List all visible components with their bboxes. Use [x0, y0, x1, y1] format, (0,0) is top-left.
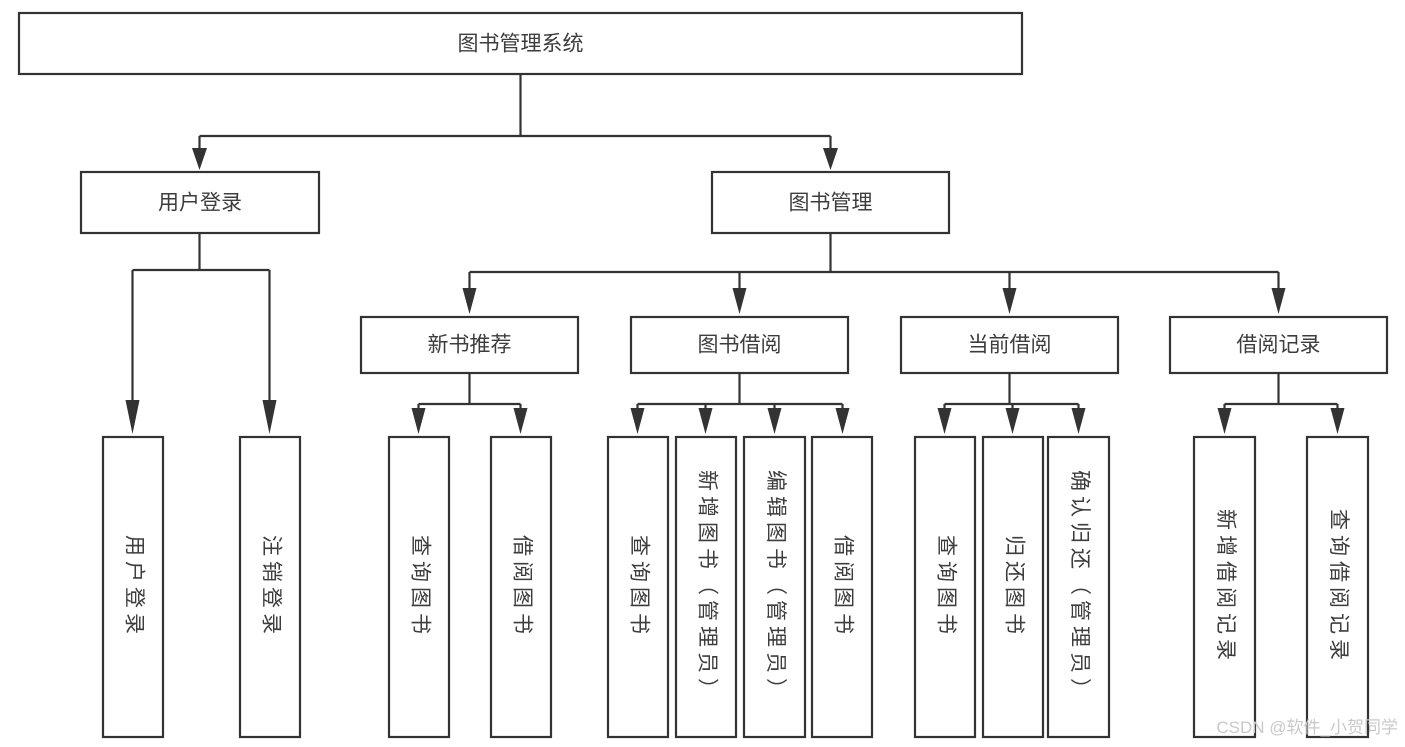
node-current-borrow-box[interactable]: [899, 315, 1120, 375]
connector-group-borrow-record: [1217, 373, 1345, 434]
node-leaf-current-borrow-2[interactable]: 归还图书: [981, 435, 1045, 739]
node-borrow-record[interactable]: 借阅记录: [1168, 315, 1389, 375]
node-leaf-label: 用户登录: [122, 535, 145, 639]
node-leaf-current-borrow-3[interactable]: 确认归还（管理员）: [1046, 435, 1111, 739]
node-leaf-box[interactable]: [1046, 435, 1111, 739]
node-book-borrow[interactable]: 图书借阅: [629, 315, 850, 375]
connector-group-user-login: [125, 233, 277, 434]
node-leaf-label: 查询借阅记录: [1327, 509, 1350, 665]
arrow-icon-borrowrecord-1: [1217, 408, 1232, 434]
node-root-label: 图书管理系统: [458, 33, 584, 56]
node-leaf-box[interactable]: [1305, 435, 1370, 739]
node-leaf-new-book-2[interactable]: 借阅图书: [489, 435, 553, 739]
arrow-icon-userlogin-1: [125, 400, 140, 434]
node-root[interactable]: 图书管理系统: [17, 11, 1024, 76]
arrow-icon-userlogin-2: [262, 400, 277, 434]
node-leaf-new-book-1[interactable]: 查询图书: [387, 435, 451, 739]
arrow-icon-bookmanage-4: [1271, 288, 1286, 314]
node-leaf-label: 编辑图书（管理员）: [764, 470, 787, 704]
node-leaf-label: 查询图书: [408, 535, 431, 639]
arrow-icon-newbook-2: [513, 408, 528, 434]
connector-group-book-manage: [462, 233, 1286, 314]
arrow-icon-borrowrecord-2: [1330, 408, 1345, 434]
node-leaf-borrow-record-2[interactable]: 查询借阅记录: [1305, 435, 1370, 739]
node-leaf-current-borrow-1[interactable]: 查询图书: [913, 435, 977, 739]
node-leaf-label: 归还图书: [1002, 535, 1025, 639]
node-user-login[interactable]: 用户登录: [79, 170, 321, 235]
node-leaf-box[interactable]: [981, 435, 1045, 739]
node-book-borrow-box[interactable]: [629, 315, 850, 375]
node-leaf-box[interactable]: [489, 435, 553, 739]
node-new-book-recommend[interactable]: 新书推荐: [359, 315, 580, 375]
node-leaf-box[interactable]: [606, 435, 670, 739]
node-leaf-label: 借阅图书: [831, 535, 854, 639]
node-leaf-box[interactable]: [674, 435, 738, 739]
node-new-book-recommend-label: 新书推荐: [428, 334, 512, 357]
node-leaf-book-borrow-2[interactable]: 新增图书（管理员）: [674, 435, 738, 739]
node-leaf-user-login-2[interactable]: 注销登录: [238, 435, 302, 739]
node-leaf-label: 新增图书（管理员）: [695, 470, 718, 704]
node-current-borrow-label: 当前借阅: [968, 334, 1052, 357]
node-new-book-recommend-box[interactable]: [359, 315, 580, 375]
node-root-box[interactable]: [17, 11, 1024, 76]
arrow-icon-bookborrow-3: [767, 408, 782, 434]
node-leaf-box[interactable]: [913, 435, 977, 739]
node-leaf-book-borrow-1[interactable]: 查询图书: [606, 435, 670, 739]
node-leaf-book-borrow-3[interactable]: 编辑图书（管理员）: [742, 435, 807, 739]
node-leaf-label: 借阅图书: [510, 535, 533, 639]
node-book-manage-label: 图书管理: [789, 192, 873, 215]
node-book-manage-box[interactable]: [710, 170, 951, 235]
arrow-icon-bookborrow-4: [835, 408, 850, 434]
node-user-login-box[interactable]: [79, 170, 321, 235]
node-borrow-record-label: 借阅记录: [1237, 334, 1321, 357]
arrow-icon-currentborrow-3: [1071, 408, 1086, 434]
arrow-icon-newbook-1: [411, 408, 426, 434]
node-leaf-box[interactable]: [238, 435, 302, 739]
node-leaf-label: 注销登录: [259, 535, 282, 639]
node-leaf-box[interactable]: [742, 435, 807, 739]
node-leaf-box[interactable]: [101, 435, 165, 739]
arrow-icon-bookmanage-1: [462, 288, 477, 314]
node-leaf-borrow-record-1[interactable]: 新增借阅记录: [1192, 435, 1257, 739]
arrow-icon-bookborrow-2: [698, 408, 713, 434]
arrow-icon-bookborrow-1: [630, 408, 645, 434]
node-leaf-book-borrow-4[interactable]: 借阅图书: [810, 435, 874, 739]
node-leaf-box[interactable]: [810, 435, 874, 739]
node-current-borrow[interactable]: 当前借阅: [899, 315, 1120, 375]
arrow-icon-currentborrow-1: [937, 408, 952, 434]
connector-group-root: [192, 74, 838, 170]
node-user-login-label: 用户登录: [158, 192, 242, 215]
node-leaf-user-login-1[interactable]: 用户登录: [101, 435, 165, 739]
node-leaf-box[interactable]: [387, 435, 451, 739]
node-leaf-label: 确认归还（管理员）: [1068, 470, 1091, 704]
connector-group-current-borrow: [937, 373, 1086, 434]
watermark-text: CSDN @软件_小贺同学: [1216, 718, 1398, 737]
node-borrow-record-box[interactable]: [1168, 315, 1389, 375]
node-leaf-label: 查询图书: [627, 535, 650, 639]
node-leaf-label: 查询图书: [934, 535, 957, 639]
arrow-icon-bookmanage-2: [732, 288, 747, 314]
arrow-icon-currentborrow-2: [1005, 408, 1020, 434]
node-leaf-label: 新增借阅记录: [1214, 509, 1237, 665]
arrow-icon-bookmanage-3: [1002, 288, 1017, 314]
connector-group-book-borrow: [630, 373, 850, 434]
node-book-manage[interactable]: 图书管理: [710, 170, 951, 235]
connector-group-new-book: [411, 373, 528, 434]
node-leaf-box[interactable]: [1192, 435, 1257, 739]
arrow-icon-root-1: [192, 148, 207, 170]
arrow-icon-root-2: [823, 148, 838, 170]
node-book-borrow-label: 图书借阅: [698, 334, 782, 357]
